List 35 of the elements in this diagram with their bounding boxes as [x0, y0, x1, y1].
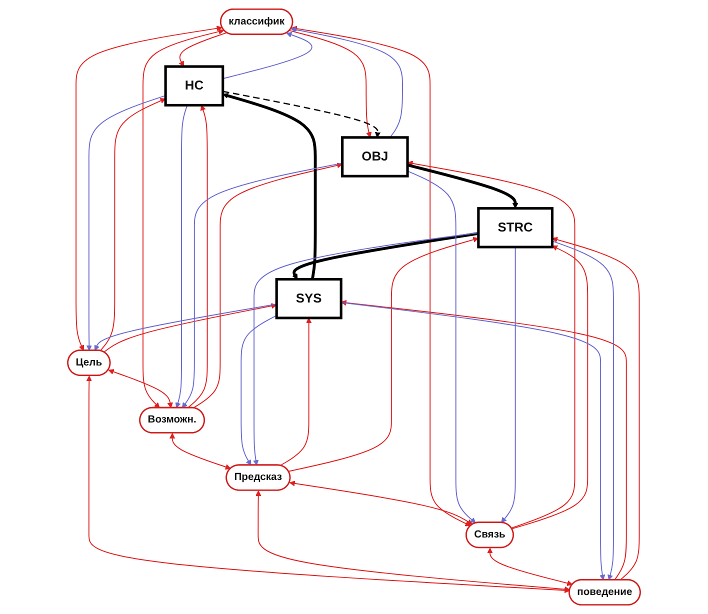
- arrow: [169, 433, 231, 470]
- arrow: [511, 245, 588, 530]
- arrow: [240, 315, 278, 466]
- arrow: [187, 104, 208, 408]
- arrow: [108, 369, 173, 408]
- arrow: [291, 26, 471, 526]
- arrow: [289, 30, 372, 138]
- arrow: [407, 164, 518, 209]
- node-box: STRC: [477, 207, 554, 248]
- arrow: [222, 90, 381, 138]
- arrow: [407, 160, 576, 529]
- arrow: [100, 98, 166, 352]
- arrow: [552, 240, 614, 580]
- arrow: [487, 548, 573, 586]
- arrow: [253, 232, 479, 466]
- arrow: [288, 236, 479, 472]
- node-box: OBJ: [341, 136, 409, 178]
- arrow: [407, 170, 476, 524]
- node-box: SYS: [275, 278, 342, 320]
- arrow: [178, 32, 228, 67]
- arrow: [142, 28, 224, 408]
- arrow: [86, 95, 166, 351]
- arrow: [76, 26, 222, 351]
- arrow: [292, 232, 479, 280]
- arrow: [290, 26, 403, 138]
- arrow: [289, 480, 473, 525]
- arrow: [256, 490, 570, 592]
- arrow: [501, 246, 516, 523]
- arrow: [222, 92, 317, 280]
- arrow: [222, 32, 312, 80]
- node-box: НС: [164, 65, 224, 106]
- arrow: [280, 318, 312, 466]
- arrow: [552, 236, 640, 580]
- arrow: [86, 376, 570, 594]
- arrow: [175, 104, 188, 408]
